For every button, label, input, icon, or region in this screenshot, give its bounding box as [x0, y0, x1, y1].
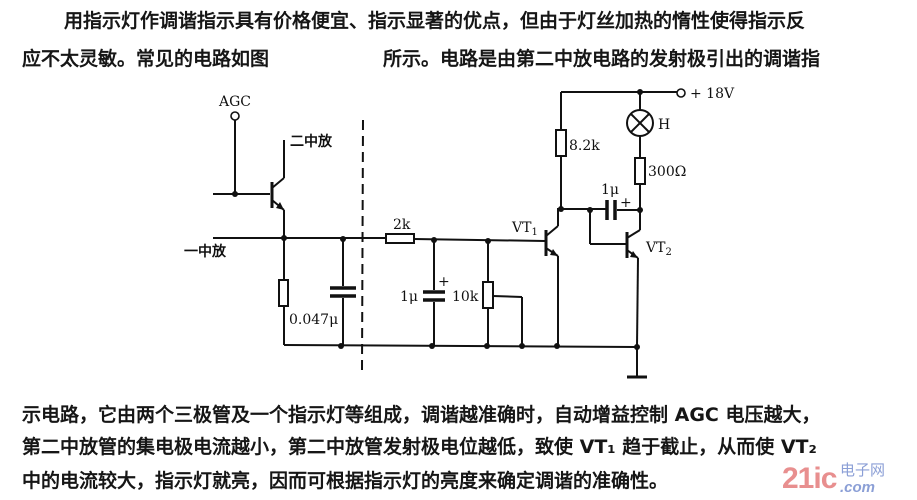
emitter-resistor — [278, 279, 289, 307]
paragraph-line-1: 用指示灯作调谐指示具有价格便宜、指示显著的优点，但由于灯丝加热的惰性使得指示反 — [64, 10, 806, 32]
resistor-8k2 — [555, 129, 567, 157]
res-82k-label: 8.2k — [569, 138, 600, 154]
vt1-label: VT1 — [511, 220, 538, 238]
paragraph-line-4: 第二中放管的集电极电流越小，第二中放管发射极电位越低，致使 VT₁ 趋于截止，从… — [22, 436, 817, 458]
res-2k-label: 2k — [393, 217, 411, 233]
vt2-transistor: VT2 — [589, 210, 672, 347]
stage1-label: 一中放 — [184, 243, 227, 260]
potentiometer-10k: 10k — [452, 241, 523, 346]
agc-label: AGC — [218, 94, 251, 110]
paragraph-line-3: 示电路，它由两个三极管及一个指示灯等组成，调谐越准确时，自动增益控制 AGC 电… — [22, 404, 821, 426]
watermark-brand-domain: .com — [840, 479, 876, 496]
watermark-brand-zh: 电子网 — [840, 461, 886, 479]
vt1-transistor: VT1 — [511, 208, 559, 346]
paragraph-line-5: 中的电流较大，指示灯就亮，因而可根据指示灯的亮度来确定调谐的准确性。 — [22, 470, 669, 492]
cap3-label: 1μ — [601, 182, 619, 198]
cap2-label: 1μ — [400, 289, 418, 305]
watermark-21ic: 21ic 电子网 .com — [782, 462, 917, 500]
supply-terminal — [676, 88, 686, 98]
resistor-300 — [634, 157, 646, 185]
lamp-label: H — [658, 117, 670, 133]
cap1-label: 0.047μ — [289, 312, 338, 328]
pot-label: 10k — [452, 289, 479, 305]
cap2-polarity: + — [438, 274, 450, 290]
lamp-h: H — [626, 92, 670, 158]
cap3-polarity: + — [620, 195, 632, 211]
resistor-2k: 2k — [385, 217, 546, 244]
capacitor-1u-left: + 1μ — [400, 240, 450, 346]
watermark-brand-num: 21ic — [782, 462, 837, 495]
supply-label: + 18V — [690, 86, 735, 102]
capacitor-0047: 0.047μ — [289, 239, 356, 346]
stage2-transistor: 二中放 — [270, 133, 333, 238]
divider-dashed-line — [361, 119, 364, 371]
vt2-label: VT2 — [645, 240, 672, 258]
agc-terminal: AGC — [218, 94, 251, 194]
stage2-label: 二中放 — [290, 133, 333, 150]
capacitor-1u-right: 1μ + — [601, 182, 640, 220]
res-300-label: 300Ω — [648, 164, 686, 180]
paragraph-line-2b: 所示。电路是由第二中放电路的发射极引出的调谐指 — [383, 48, 821, 70]
ground-symbol — [627, 347, 647, 379]
paragraph-line-2a: 应不太灵敏。常见的电路如图 — [22, 48, 270, 70]
